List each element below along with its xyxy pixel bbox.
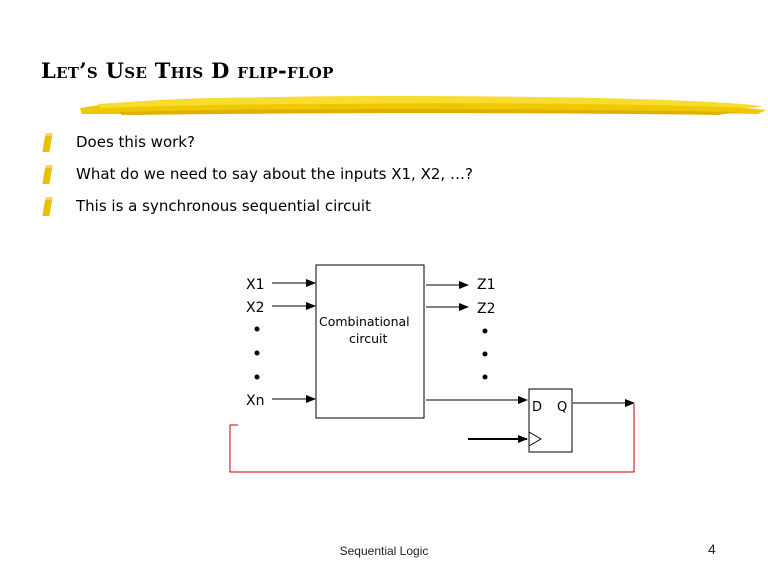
output-label-z1: Z1 <box>477 277 496 293</box>
bullet-text: What do we need to say about the inputs … <box>76 165 473 183</box>
input-ellipsis-dot <box>254 326 260 332</box>
output-ellipsis-dot <box>482 351 488 357</box>
title-underline-brush <box>80 96 766 115</box>
input-ellipsis-dot <box>254 374 260 380</box>
ff-d-label: D <box>532 400 542 415</box>
slide-title: Let’s Use This D flip-flop <box>41 58 334 83</box>
block-label-line1: Combinational <box>319 314 410 329</box>
footer-text: Sequential Logic <box>339 544 429 558</box>
combinational-circuit-block <box>315 264 425 419</box>
output-ellipsis-dot <box>482 328 488 334</box>
clock-triangle-icon <box>528 431 542 447</box>
bullet-text: Does this work? <box>76 133 195 151</box>
bullet-text: This is a synchronous sequential circuit <box>76 197 371 215</box>
bullet-item: This is a synchronous sequential circuit <box>42 194 473 226</box>
page-number: 4 <box>708 541 716 557</box>
bullet-list: Does this work? What do we need to say a… <box>42 130 473 226</box>
feedback-path <box>229 404 635 473</box>
bullet-item: Does this work? <box>42 130 473 162</box>
block-label-line2: circuit <box>349 331 387 346</box>
input-label-x2: X2 <box>246 300 265 316</box>
input-label-xn: Xn <box>246 393 264 409</box>
input-label-x1: X1 <box>246 277 265 293</box>
ff-q-label: Q <box>557 400 567 415</box>
input-ellipsis-dot <box>254 350 260 356</box>
output-ellipsis-dot <box>482 374 488 380</box>
bullet-item: What do we need to say about the inputs … <box>42 162 473 194</box>
output-label-z2: Z2 <box>477 301 496 317</box>
